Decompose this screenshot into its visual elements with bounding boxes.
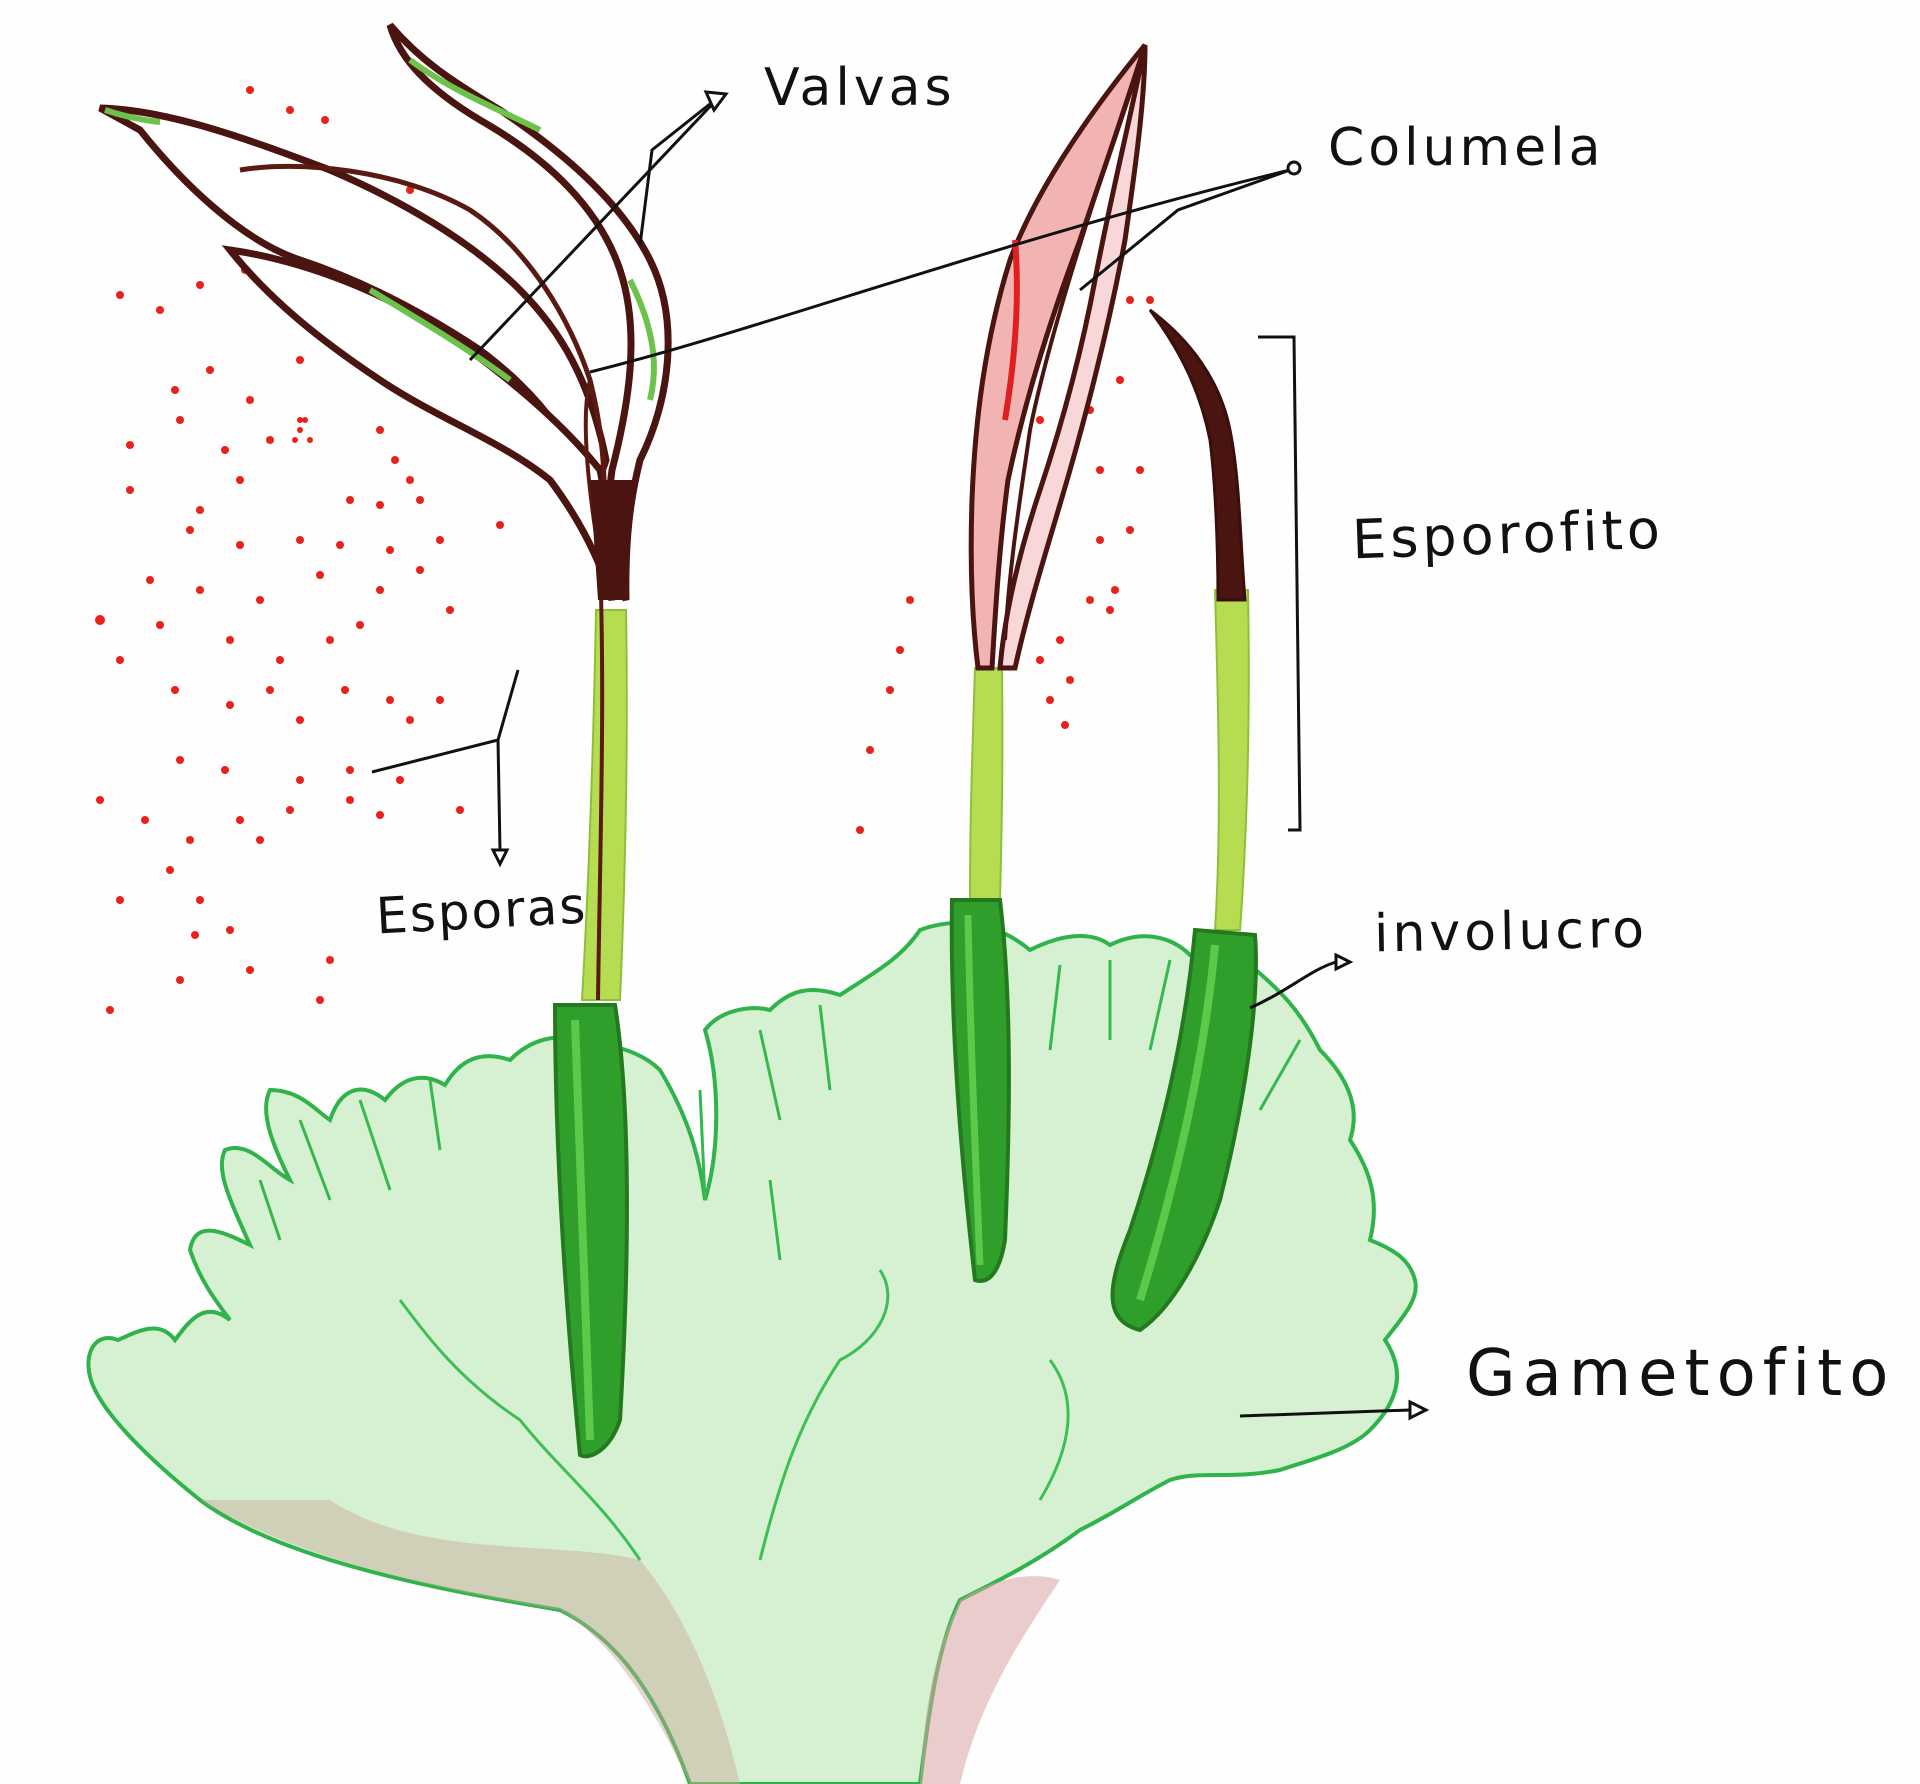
sporophyte-middle (968, 43, 1148, 901)
sporophyte-left (98, 22, 672, 1001)
middle-columella (1003, 59, 1142, 641)
right-capsule-tip (1148, 308, 1247, 602)
label-involucro: involucro (1373, 899, 1649, 965)
right-seta (1213, 589, 1250, 931)
leader-lines (371, 90, 1430, 1421)
arrowhead-gametofito (1408, 1399, 1430, 1421)
bracket-esporofito (1258, 335, 1302, 832)
arrowhead-valvas (703, 90, 729, 113)
thallus-inner-lobe-right (1038, 1359, 1070, 1501)
involucres (552, 898, 1258, 1459)
gametophyte-thallus (86, 920, 1418, 1784)
leader-gametofito (1239, 1408, 1411, 1418)
spores (95, 86, 1154, 1014)
left-seta (580, 609, 628, 1001)
involucre-middle (949, 898, 1011, 1283)
thallus-body (86, 920, 1418, 1784)
involucre-middle-highlight (964, 914, 984, 1266)
thallus-shading-right (920, 1576, 1060, 1784)
leader-columela-2 (1079, 168, 1291, 292)
label-esporas: Esporas (374, 876, 589, 946)
leader-esporas-2 (496, 739, 502, 851)
leader-esporas-1 (371, 669, 520, 774)
middle-capsule-left (968, 43, 1148, 671)
thallus-inner-lobe-left (398, 1299, 642, 1561)
thallus-inner-lobe-middle (758, 1269, 890, 1561)
middle-seta (968, 667, 1004, 901)
label-valvas: Valvas (764, 58, 956, 118)
involucre-left (552, 1003, 629, 1459)
label-columela: Columela (1328, 118, 1605, 178)
sporophyte-right (1148, 308, 1250, 931)
involucre-right-highlight (1136, 944, 1219, 1302)
label-gametofito: Gametofito (1466, 1337, 1896, 1411)
arrowhead-involucro (1334, 952, 1354, 972)
involucre-left-highlight (571, 1019, 594, 1441)
left-columella (239, 163, 607, 501)
leader-columela-1 (589, 168, 1291, 374)
middle-capsule-right (997, 44, 1148, 671)
leader-valvas-2 (638, 94, 721, 246)
thallus-shading-left (200, 1500, 740, 1784)
arrowhead-esporas (490, 848, 510, 868)
arrowhead-columela (1286, 160, 1302, 176)
leader-involucro (1249, 960, 1337, 1010)
label-esporofito: Esporofito (1350, 497, 1665, 572)
leader-valvas-1 (468, 94, 722, 362)
